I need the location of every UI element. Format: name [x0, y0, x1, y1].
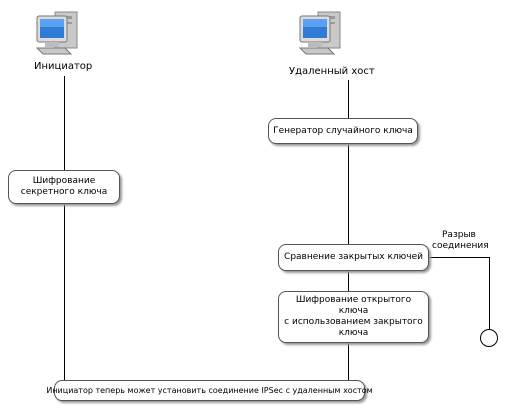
final-step-label: Инициатор теперь может установить соедин… [46, 386, 373, 395]
disconnect-branch-drop [489, 257, 490, 329]
random-key-generator-label: Генератор случайного ключа [273, 125, 413, 136]
remote-host-label: Удаленный хост [289, 66, 375, 77]
final-step-box: Инициатор теперь может установить соедин… [46, 380, 373, 401]
generator-to-compare-line [348, 144, 349, 244]
remote-host-computer-icon [298, 11, 341, 55]
disconnect-label-line1: Разрыв [442, 230, 476, 240]
public-key-encryption-line2: с использованием закрытого [284, 317, 423, 327]
encryption-to-final-line [348, 343, 349, 380]
secret-key-encryption-line1: Шифрование [32, 176, 96, 186]
disconnect-end-circle [480, 329, 498, 347]
initiator-lifeline-lower [64, 204, 65, 380]
disconnect-branch-line [429, 257, 489, 258]
remote-host-lifeline [348, 80, 349, 118]
secret-key-encryption-line2: секретного ключа [20, 187, 108, 197]
initiator-computer-icon [35, 11, 78, 55]
private-key-compare-label: Сравнение закрытых ключей [284, 252, 423, 262]
public-key-encryption-line1: Шифрование открытого ключа [295, 295, 412, 316]
random-key-generator-box: Генератор случайного ключа [268, 118, 418, 144]
initiator-label: Инициатор [34, 61, 93, 72]
private-key-compare-box: Сравнение закрытых ключей [278, 244, 429, 271]
disconnect-label-line2: соединения [432, 241, 489, 251]
secret-key-encryption-box: Шифрование секретного ключа [8, 170, 120, 204]
public-key-encryption-box: Шифрование открытого ключа с использован… [278, 291, 429, 343]
compare-to-encryption-line [348, 271, 349, 291]
public-key-encryption-line3: ключа [338, 328, 369, 338]
initiator-lifeline [64, 76, 65, 170]
